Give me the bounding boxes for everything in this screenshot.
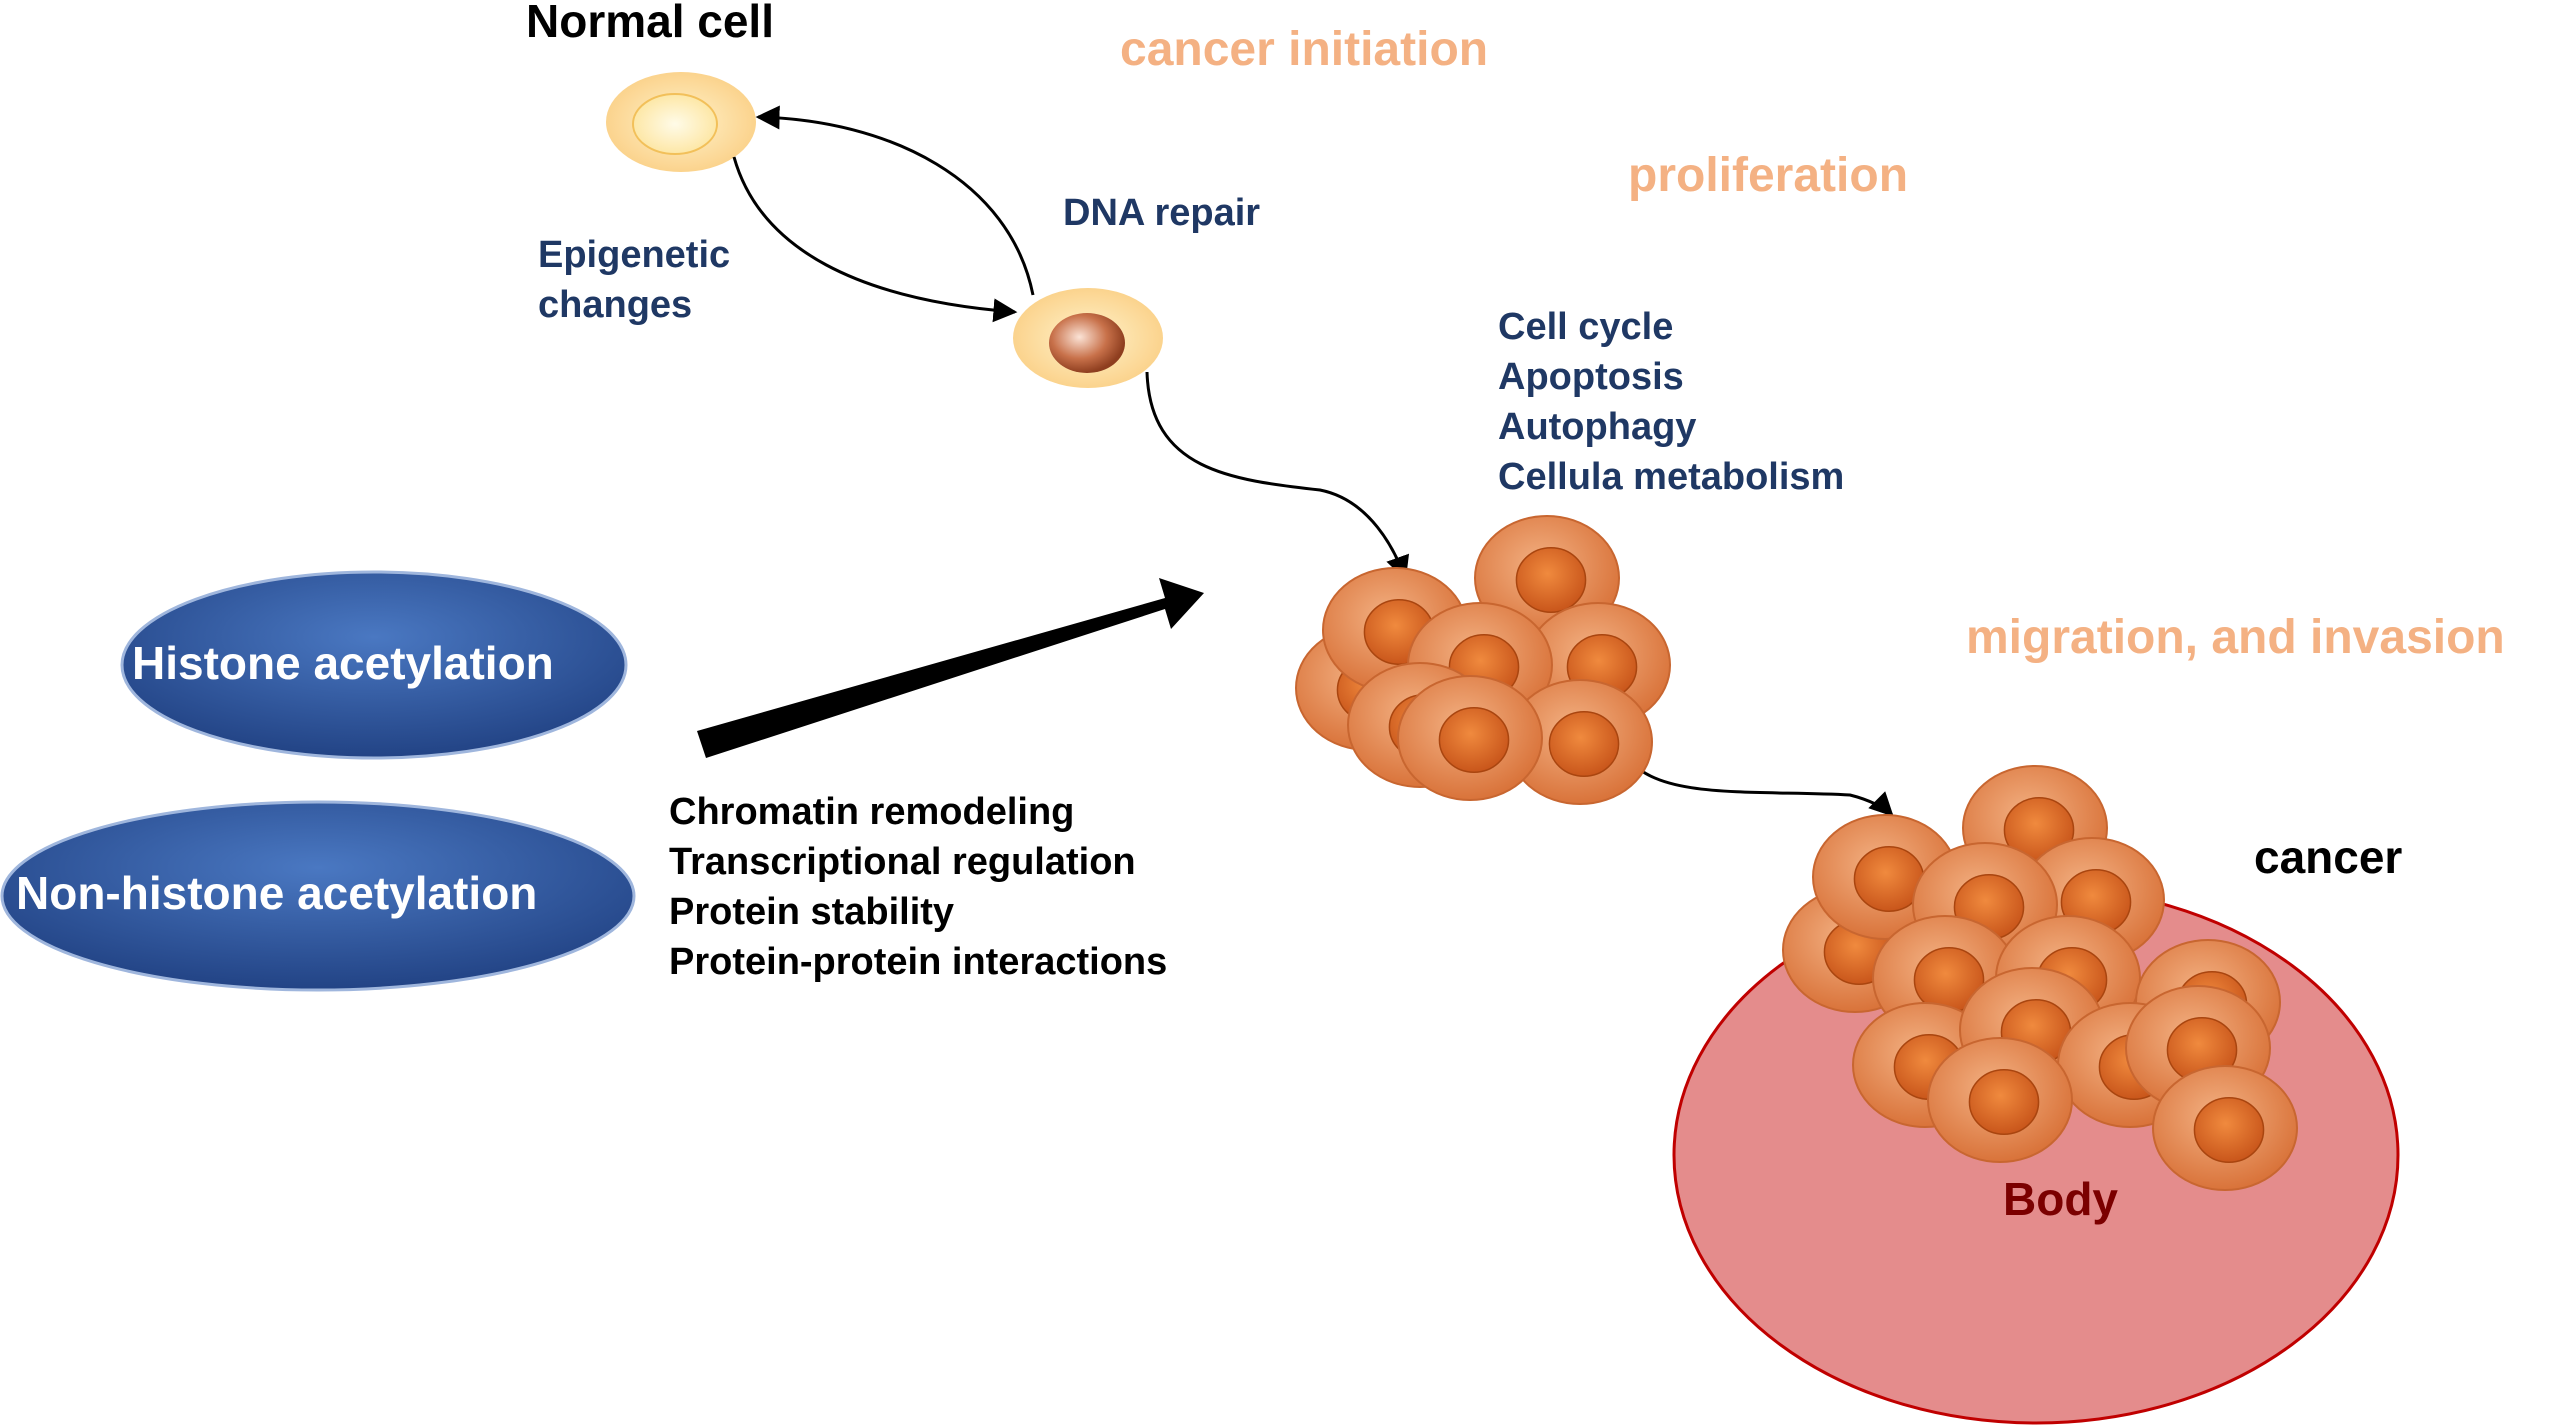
proliferating-cell-cluster [1295,515,1671,805]
acetylation-effect-arrow [697,578,1204,758]
epigenetic-arrow [732,156,1018,323]
mechanism-item: Protein-protein interactions [669,941,1168,983]
epigenetic-changes-label: Epigenetic changes [538,230,730,330]
epigenetic-line-1: Epigenetic [538,234,731,276]
dna-repair-arrow [755,105,1035,296]
normal-cell-label: Normal cell [526,0,774,47]
non-histone-acetylation-oval [0,800,636,992]
cancer-cell-cluster [1782,765,2298,1191]
process-item: Cell cycle [1498,306,1674,348]
mechanisms-list: Chromatin remodeling Transcriptional reg… [669,787,1167,987]
epigenetic-line-2: changes [538,284,693,326]
histone-acetylation-oval [120,570,628,760]
mechanism-item: Transcriptional regulation [669,841,1136,883]
cancer-label: cancer [2254,831,2403,883]
cancer-cell-icon [1927,1037,2073,1163]
initiated-cell-icon [1013,288,1163,388]
cancer-cell-icon [1397,675,1543,801]
cancer-cell-icon [1507,679,1653,805]
process-item: Cellula metabolism [1498,456,1845,498]
proliferation-arrow [1145,371,1410,581]
process-item: Apoptosis [1498,356,1684,398]
proliferation-label: proliferation [1628,149,1909,202]
cancer-initiation-label: cancer initiation [1120,23,1489,76]
body-label: Body [2003,1173,2118,1225]
mechanism-item: Protein stability [669,891,955,933]
cell-processes-list: Cell cycle Apoptosis Autophagy Cellula m… [1498,302,1844,502]
histone-acetylation-label: Histone acetylation [132,637,554,689]
normal-cell-icon [606,72,756,172]
non-histone-acetylation-label: Non-histone acetylation [16,867,538,919]
mechanism-item: Chromatin remodeling [669,791,1075,833]
dna-repair-label: DNA repair [1063,192,1261,234]
migration-invasion-label: migration, and invasion [1966,611,2505,664]
migration-arrow [1628,759,1894,817]
process-item: Autophagy [1498,406,1697,448]
cancer-cell-icon [2152,1065,2298,1191]
